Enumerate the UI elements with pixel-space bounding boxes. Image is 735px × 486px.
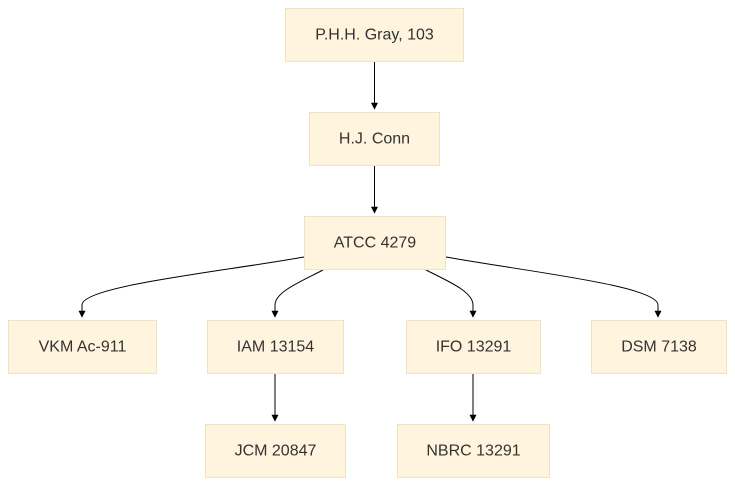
node-label-dsm: DSM 7138: [621, 339, 697, 356]
node-label-iam: IAM 13154: [237, 339, 314, 356]
node-ifo: IFO 13291: [406, 320, 541, 374]
node-label-vkm: VKM Ac-911: [39, 339, 127, 356]
node-label-jcm: JCM 20847: [235, 443, 317, 460]
node-label-nbrc: NBRC 13291: [426, 443, 520, 460]
node-label-conn: H.J. Conn: [339, 131, 410, 148]
node-label-gray: P.H.H. Gray, 103: [315, 27, 434, 44]
node-vkm: VKM Ac-911: [8, 320, 157, 374]
node-nbrc: NBRC 13291: [397, 424, 550, 478]
node-atcc: ATCC 4279: [304, 216, 446, 270]
node-label-ifo: IFO 13291: [436, 339, 512, 356]
node-dsm: DSM 7138: [591, 320, 727, 374]
edge-atcc-to-ifo: [425, 269, 477, 318]
edge-atcc-to-vkm: [78, 256, 305, 318]
node-iam: IAM 13154: [207, 320, 344, 374]
node-conn: H.J. Conn: [309, 112, 440, 166]
node-label-atcc: ATCC 4279: [334, 235, 417, 252]
edge-atcc-to-iam: [271, 269, 324, 318]
edges: [78, 62, 662, 422]
node-gray: P.H.H. Gray, 103: [285, 8, 464, 62]
node-jcm: JCM 20847: [205, 424, 346, 478]
edge-atcc-to-dsm: [445, 256, 662, 318]
